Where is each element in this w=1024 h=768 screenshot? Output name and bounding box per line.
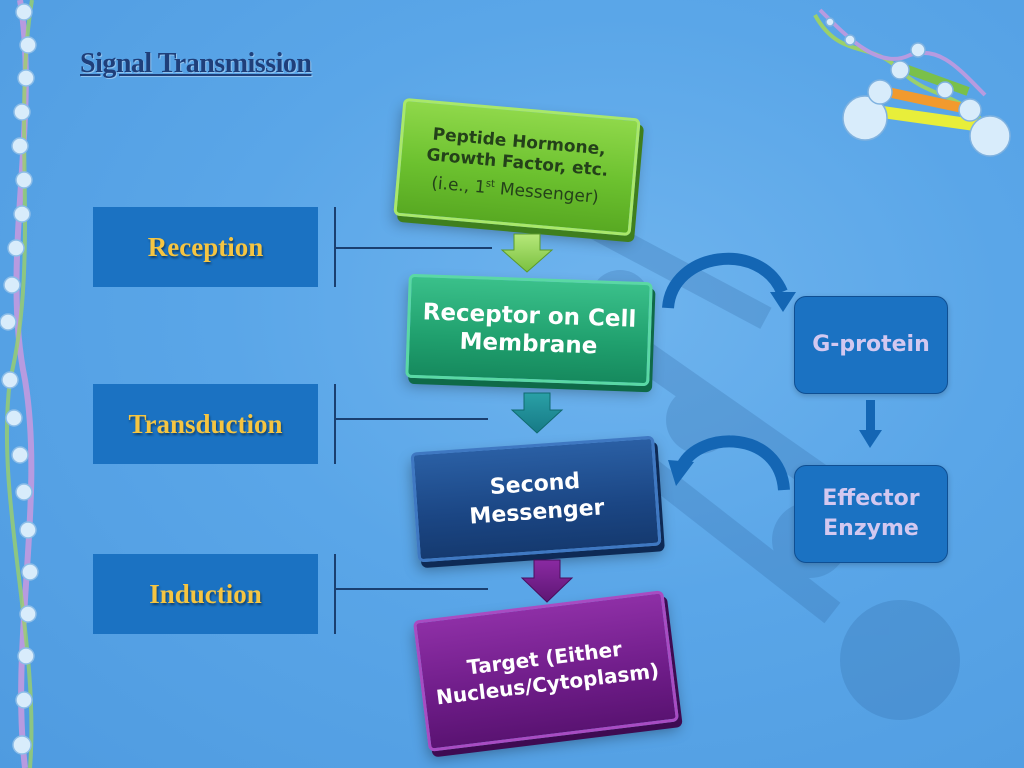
g-protein-label: G-protein (812, 332, 930, 357)
stage-induction: Induction (93, 554, 318, 634)
first-messenger-sub-prefix: (i.e., 1 (430, 173, 487, 199)
transduction-connector-line (336, 418, 488, 420)
second-messenger-line2: Messenger (468, 495, 606, 530)
receptor-line2: Membrane (459, 328, 598, 360)
slide-title: Signal Transmission (80, 48, 312, 79)
first-messenger-box: Peptide Hormone, Growth Factor, etc. (i.… (393, 97, 641, 237)
stage-reception: Reception (93, 207, 318, 287)
induction-bracket (334, 554, 336, 634)
effector-line1: Effector (822, 486, 920, 511)
effector-line2: Enzyme (823, 516, 919, 541)
second-messenger-box: Second Messenger (410, 435, 662, 563)
g-protein-box: G-protein (794, 296, 948, 394)
induction-connector-line (336, 588, 488, 590)
reception-connector-line (336, 247, 492, 249)
transduction-bracket (334, 384, 336, 464)
stage-transduction: Transduction (93, 384, 318, 464)
effector-enzyme-box: Effector Enzyme (794, 465, 948, 563)
reception-bracket (334, 207, 336, 287)
dna-model-graphic (813, 8, 1011, 157)
first-messenger-sub-suffix: Messenger) (493, 178, 600, 209)
receptor-line1: Receptor on Cell (422, 299, 637, 333)
receptor-box: Receptor on Cell Membrane (405, 273, 653, 387)
dna-left-strip-graphic (0, 0, 39, 768)
